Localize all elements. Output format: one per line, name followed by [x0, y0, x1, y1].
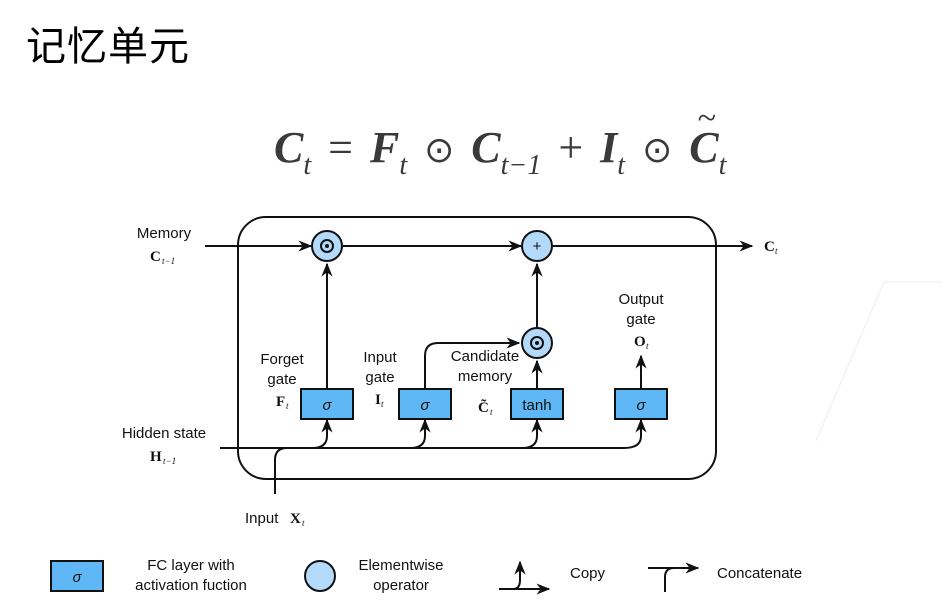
page-title: 记忆单元 [26, 24, 190, 70]
forget-sub: t [286, 401, 289, 411]
odot-icon [530, 336, 544, 350]
svg-text:σ: σ [420, 397, 430, 414]
svg-text:Copy: Copy [570, 565, 606, 582]
svg-text:Concatenate: Concatenate [717, 565, 802, 582]
hidden-state-label: Hidden state [122, 425, 206, 442]
svg-text:operator: operator [373, 577, 429, 594]
cell-update-formula: Ct = Ft ⊙ Ct−1 + It ⊙ Ct [274, 100, 726, 182]
output-gate-symbol: O [634, 334, 646, 350]
formula-ct-tilde: Ct [689, 100, 726, 182]
memory-out-symbol: C [764, 239, 775, 255]
candidate-mult-operator [521, 327, 553, 359]
legend-concatenate: Concatenate [648, 562, 802, 592]
candidate-label-2: memory [458, 368, 513, 385]
forget-label-2: gate [267, 371, 296, 388]
branch-output [623, 418, 647, 449]
legend-elementwise: Elementwise operator [304, 557, 444, 594]
memory-in-sub: t−1 [162, 256, 175, 266]
legend-copy: Copy [499, 560, 606, 595]
formula-odot-2: ⊙ [642, 130, 673, 170]
forget-label-1: Forget [260, 351, 304, 368]
input-symbol: X [290, 511, 301, 527]
forget-mult-operator [311, 230, 343, 262]
copy-icon [499, 560, 551, 595]
input-x-line [274, 447, 624, 494]
output-gate-sub: t [646, 341, 649, 351]
input-gate-sub: t [381, 399, 384, 409]
branch-input [409, 418, 431, 449]
input-gate-to-mult [424, 337, 521, 388]
forget-gate-box: σ [300, 388, 354, 420]
formula-equals: = [328, 123, 353, 172]
candidate-sub: t [490, 407, 493, 417]
memory-out-sub: t [775, 246, 778, 256]
input-gate-symbol: I [375, 392, 381, 408]
memory-in-symbol: C [150, 249, 161, 265]
input-gate-box: σ [398, 388, 452, 420]
output-gate-box: σ [614, 388, 668, 420]
branch-forget [311, 418, 333, 449]
legend-fc-layer: σ FC layer with activation fuction [50, 557, 247, 594]
elementwise-operator-icon [304, 560, 336, 592]
formula-ct: Ct [274, 123, 312, 181]
svg-text:σ: σ [322, 397, 332, 414]
hidden-state-symbol: H [150, 449, 162, 465]
svg-text:tanh: tanh [522, 397, 551, 414]
output-gate-label-1: Output [618, 291, 664, 308]
cell-boundary [237, 216, 717, 480]
svg-text:Elementwise: Elementwise [358, 557, 443, 574]
candidate-box: tanh [510, 388, 564, 420]
plus-icon: + [533, 238, 542, 255]
concatenate-icon [648, 562, 700, 592]
input-gate-label-2: gate [365, 369, 394, 386]
output-gate-label-2: gate [626, 311, 655, 328]
svg-text:activation fuction: activation fuction [135, 577, 247, 594]
svg-text:σ: σ [636, 397, 646, 414]
formula-ft: Ft [369, 123, 408, 181]
input-label: Input [245, 510, 279, 527]
svg-text:σ: σ [72, 569, 82, 586]
candidate-symbol: C̃ [478, 399, 489, 416]
candidate-label-1: Candidate [451, 348, 519, 365]
input-gate-label-1: Input [363, 349, 397, 366]
background-decoration [815, 281, 942, 442]
memory-label: Memory [137, 225, 192, 242]
fc-layer-icon [50, 560, 104, 592]
formula-plus: + [558, 123, 584, 172]
input-sub: t [302, 518, 305, 528]
branch-tanh [521, 418, 543, 449]
add-operator: + [521, 230, 553, 262]
formula-odot-1: ⊙ [424, 130, 455, 170]
odot-icon [320, 239, 334, 253]
formula-ct-1: Ct−1 [471, 123, 542, 181]
formula-it: It [600, 123, 626, 181]
svg-text:FC layer with: FC layer with [147, 557, 235, 574]
forget-symbol: F [276, 394, 285, 410]
hidden-state-sub: t−1 [163, 456, 176, 466]
